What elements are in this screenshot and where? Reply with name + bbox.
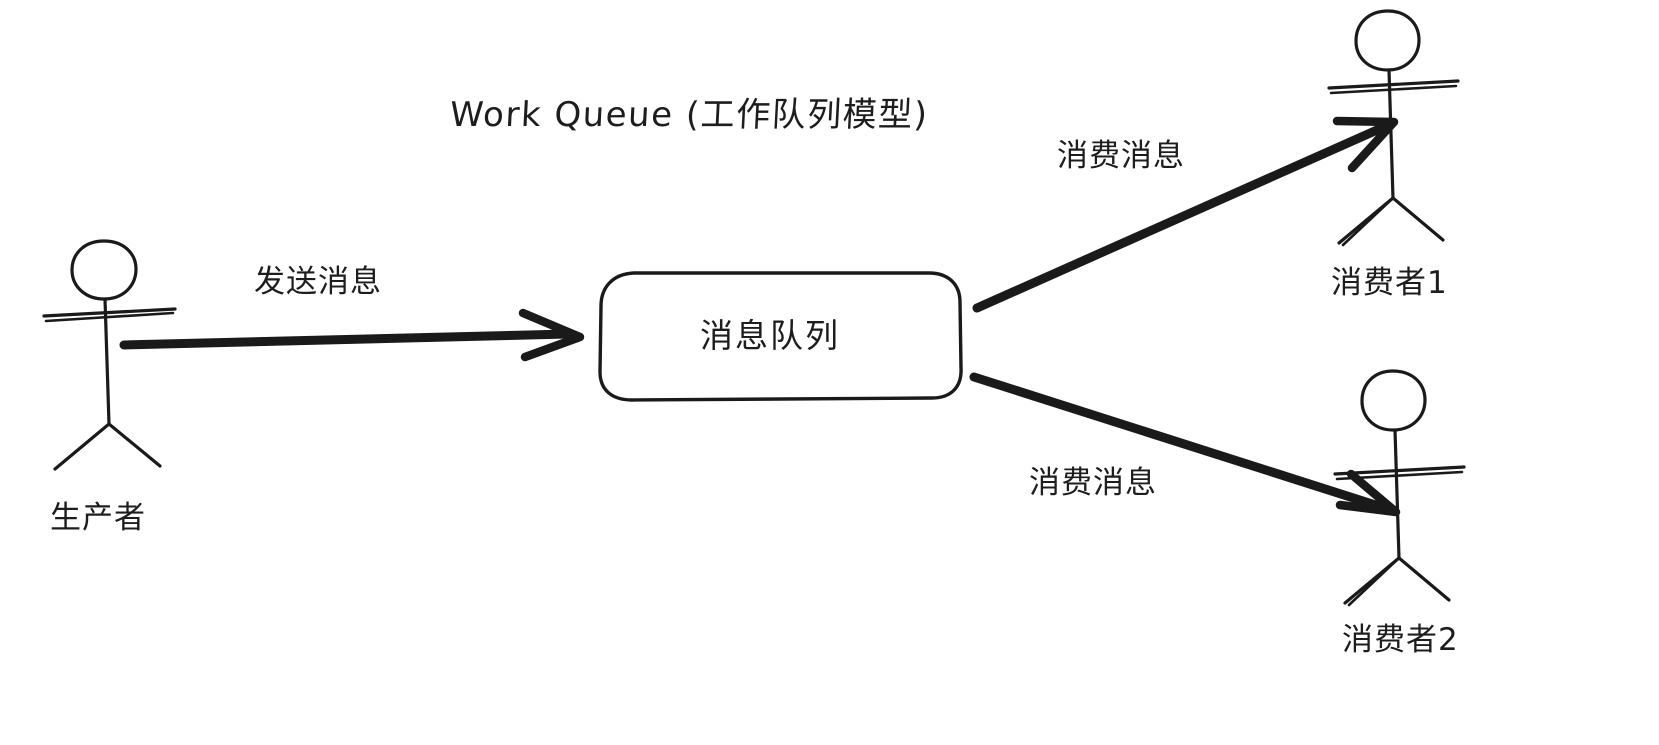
arrow-queue-to-consumer1 [972,116,1399,313]
consumer2-leg-left-2 [1347,556,1401,607]
diagram-title: Work Queue (工作队列模型) [448,95,930,135]
consumer2-label: 消费者2 [1342,622,1459,658]
consumer1-arms [1327,79,1460,90]
edge-label-send-message: 发送消息 [254,264,382,300]
consumer1-figure [1327,9,1460,247]
consumer1-label: 消费者1 [1331,265,1448,301]
consumer1-head-icon [1354,9,1421,72]
consumer2-head-icon [1360,369,1427,432]
consumer2-leg-right [1397,556,1451,602]
edge-label-consume-message-1: 消费消息 [1057,138,1185,174]
producer-arms [42,307,177,318]
consumer1-body [1387,68,1395,200]
message-queue-label: 消息队列 [700,316,840,355]
arrow-producer-to-queue [119,308,585,362]
consumer2-figure [1333,369,1466,607]
producer-head-icon [70,239,138,301]
consumer1-arms-2 [1329,84,1458,95]
producer-leg-left [53,422,111,471]
consumer2-arms-2 [1335,470,1464,481]
producer-body [103,297,111,426]
producer-label: 生产者 [50,500,146,536]
consumer1-leg-left-2 [1341,196,1395,247]
consumer1-leg-right [1391,196,1445,242]
consumer2-arms [1333,465,1466,476]
consumer2-body [1393,428,1401,560]
edge-label-consume-message-2: 消费消息 [1029,465,1157,501]
producer-arms-2 [44,311,175,323]
message-queue-box [598,271,963,402]
producer-leg-right [107,422,162,468]
producer-figure [42,239,177,471]
